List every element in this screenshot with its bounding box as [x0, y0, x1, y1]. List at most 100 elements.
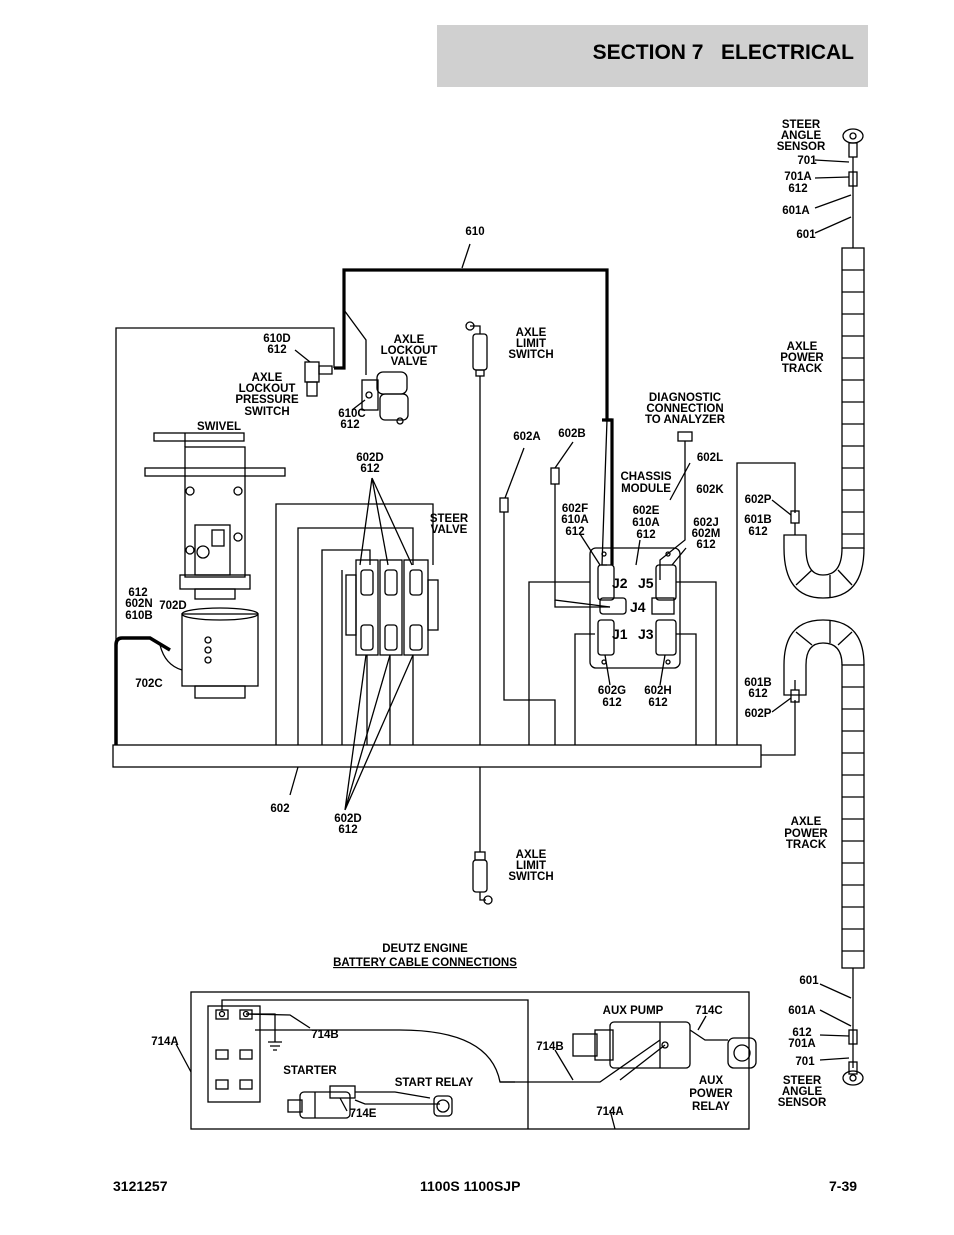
label-602e-3: 612	[636, 529, 655, 541]
label-602p-top: 602P	[745, 494, 772, 506]
wiring-lines	[112, 128, 865, 1130]
label-701a-top: 701A	[784, 171, 812, 183]
label-j2: J2	[612, 575, 628, 591]
label-602: 602	[270, 803, 289, 815]
chassis-module-connector-labels: J2 J5 J4 J1 J3	[612, 575, 654, 642]
diagram-labels: STEER ANGLE SENSOR 701 701A 612 601A 601…	[125, 119, 828, 1120]
footer-doc-number: 3121257	[113, 1178, 168, 1194]
label-602f-3: 612	[565, 526, 584, 538]
label-alps-1: AXLE	[252, 372, 283, 384]
label-sas-bottom-1: STEER	[783, 1075, 822, 1087]
label-612-bottom: 612	[792, 1027, 811, 1039]
label-alv-2: LOCKOUT	[381, 345, 438, 357]
label-612-610d: 612	[267, 344, 286, 356]
footer-model: 1100S 1100SJP	[420, 1178, 521, 1194]
steer-valve-icon	[345, 559, 439, 656]
label-610c: 610C	[338, 408, 366, 420]
label-714a-left: 714A	[151, 1036, 179, 1048]
starter-motor-icon	[287, 1085, 356, 1119]
label-steer-angle-sensor-top-1: STEER	[782, 119, 821, 131]
label-alv-3: VALVE	[391, 356, 428, 368]
label-612-top: 612	[788, 183, 807, 195]
label-apt-bottom-3: TRACK	[786, 839, 827, 851]
footer-page-number: 7-39	[829, 1178, 858, 1194]
start-relay-icon	[433, 1095, 453, 1117]
section-header: SECTION 7 ELECTRICAL	[437, 25, 868, 87]
section-name: ELECTRICAL	[721, 41, 854, 64]
label-sas-bottom-2: ANGLE	[782, 1086, 823, 1098]
label-starter: STARTER	[283, 1065, 337, 1077]
label-diag-1: DIAGNOSTIC	[649, 392, 721, 404]
label-714c: 714C	[695, 1005, 723, 1017]
label-alps-2: LOCKOUT	[239, 383, 296, 395]
section-title: SECTION 7 ELECTRICAL	[593, 41, 854, 65]
label-612-601b-bottom: 612	[748, 688, 767, 700]
axle-power-track-bottom	[783, 619, 865, 969]
label-apt-bottom-2: POWER	[784, 828, 828, 840]
label-als-top-1: AXLE	[516, 327, 547, 339]
axle-limit-switch-bottom-icon	[472, 851, 493, 905]
label-602h-1: 602H	[644, 685, 672, 697]
label-j1: J1	[612, 626, 628, 642]
label-701a-bottom: 701A	[788, 1038, 816, 1050]
label-j3: J3	[638, 626, 654, 642]
label-602j-2: 602M	[692, 528, 721, 540]
label-chassis-1: CHASSIS	[620, 471, 671, 483]
axle-lockout-pressure-switch-icon	[294, 349, 333, 397]
label-apt-bottom-1: AXLE	[791, 816, 822, 828]
label-701-top: 701	[797, 155, 817, 167]
label-start-relay: START RELAY	[395, 1077, 474, 1089]
label-602j-1: 602J	[693, 517, 719, 529]
label-714a-bottom: 714A	[596, 1106, 624, 1118]
label-610: 610	[465, 226, 484, 238]
label-714e: 714E	[350, 1108, 377, 1120]
label-601-bottom: 601	[799, 975, 819, 987]
label-j4: J4	[630, 599, 646, 615]
axle-lockout-valve-icon	[351, 371, 409, 425]
label-apt-top-3: TRACK	[782, 363, 823, 375]
label-610d: 610D	[263, 333, 291, 345]
label-714b-left: 714B	[311, 1029, 339, 1041]
label-aux-power-relay-2: POWER	[689, 1088, 733, 1100]
label-612-swivel: 612	[128, 587, 147, 599]
steer-angle-sensor-bottom-icon	[842, 1061, 864, 1086]
label-602h-2: 612	[648, 697, 667, 709]
label-diag-2: CONNECTION	[646, 403, 723, 415]
label-alps-4: SWITCH	[244, 406, 289, 418]
swivel-icon	[144, 432, 286, 699]
label-steer-valve-1: STEER	[430, 513, 469, 525]
label-714b-right: 714B	[536, 1041, 564, 1053]
label-steer-valve-2: VALVE	[431, 524, 468, 536]
label-702c: 702C	[135, 678, 163, 690]
label-602e-1: 602E	[633, 505, 660, 517]
label-602l: 602L	[697, 452, 723, 464]
label-602f-2: 610A	[561, 514, 589, 526]
label-602b: 602B	[558, 428, 586, 440]
aux-power-relay-icon	[727, 1037, 757, 1069]
label-swivel: SWIVEL	[197, 421, 241, 433]
label-alps-3: PRESSURE	[235, 394, 299, 406]
label-602a: 602A	[513, 431, 541, 443]
label-612-602d-bottom: 612	[338, 824, 357, 836]
label-702d: 702D	[159, 600, 187, 612]
label-612-602d-top: 612	[360, 463, 379, 475]
battery-connection-box	[190, 991, 750, 1130]
section-number: SECTION 7	[592, 41, 704, 64]
label-als-top-3: SWITCH	[508, 349, 553, 361]
main-harness-602	[112, 744, 762, 768]
label-aux-pump: AUX PUMP	[603, 1005, 664, 1017]
label-deutz-2: BATTERY CABLE CONNECTIONS	[333, 957, 517, 969]
label-als-bottom-3: SWITCH	[508, 871, 553, 883]
chassis-module	[589, 547, 681, 686]
axle-power-track-top	[783, 247, 865, 599]
label-601b-bottom: 601B	[744, 677, 772, 689]
label-apt-top-2: POWER	[780, 352, 824, 364]
label-701-bottom: 701	[795, 1056, 815, 1068]
label-apt-top-1: AXLE	[787, 341, 818, 353]
label-deutz-1: DEUTZ ENGINE	[382, 943, 468, 955]
label-610b: 610B	[125, 610, 153, 622]
label-steer-angle-sensor-top-3: SENSOR	[777, 141, 826, 153]
label-602g-2: 612	[602, 697, 621, 709]
label-601a-top: 601A	[782, 205, 810, 217]
